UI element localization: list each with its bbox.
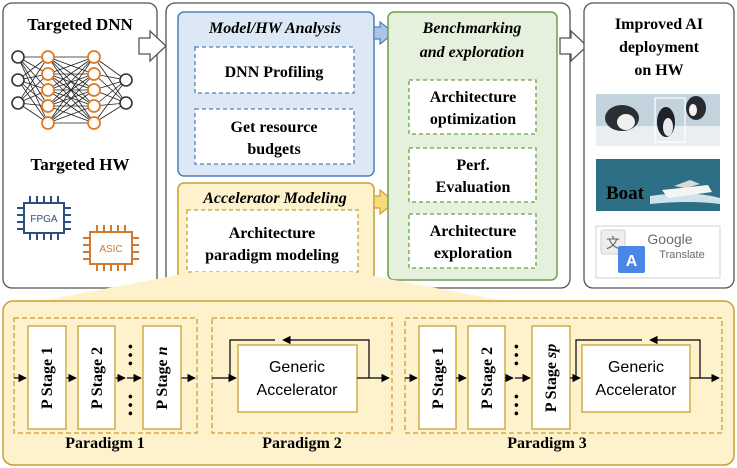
paradigm-3-label: Paradigm 3 (507, 435, 587, 452)
output-flow-arrow (559, 29, 588, 63)
svg-text:A: A (626, 253, 638, 270)
p2-generic-accelerator-box (237, 344, 358, 413)
p3-feedback-arrow (649, 335, 701, 378)
p1-stage-n-label: P Stage n (154, 346, 171, 409)
p1-stage-1-label: P Stage 1 (39, 347, 56, 409)
architecture-exploration-line2: exploration (434, 245, 512, 262)
model-hw-analysis-title: Model/HW Analysis (208, 20, 341, 37)
results-title-line3: on HW (634, 62, 683, 79)
paradigm-2-label: Paradigm 2 (262, 435, 342, 452)
paradigm-2-box (211, 317, 393, 434)
p2-feedback-left (212, 339, 275, 379)
p3-stage-1-label: P Stage 1 (430, 347, 447, 409)
p3-generic-line1: Generic (608, 359, 664, 376)
benchmarking-box (387, 11, 558, 281)
targeted-dnn-label: Targeted DNN (27, 15, 133, 34)
architecture-exploration-line1: Architecture (430, 223, 516, 240)
results-title-line2: deployment (619, 39, 700, 56)
p2-generic-line1: Generic (269, 359, 325, 376)
perf-evaluation-line2: Evaluation (436, 179, 511, 196)
paradigm-1-label: Paradigm 1 (65, 435, 145, 452)
dnn-profiling-box (194, 46, 355, 94)
p3-generic-line2: Accelerator (596, 382, 678, 399)
zoom-callout-wedge (40, 272, 504, 301)
p3-stage-1-box (418, 325, 457, 430)
paradigm-modeling-line2: paradigm modeling (205, 247, 339, 264)
asic-label: ASIC (99, 244, 122, 255)
p3-stage-sp-label: P Stage sp (543, 344, 560, 412)
asic-chip-icon: ASIC (83, 225, 139, 271)
paradigm-modeling-box (186, 209, 359, 273)
results-title-line1: Improved AI (615, 16, 703, 33)
resource-budgets-box (194, 108, 355, 165)
architecture-exploration-box (408, 213, 537, 269)
resource-budgets-line2: budgets (247, 141, 300, 158)
benchmarking-title-line1: Benchmarking (422, 20, 522, 37)
neural-network-icon (11, 50, 133, 130)
p2-feedback-arrow (282, 335, 370, 378)
perf-evaluation-line1: Perf. (456, 157, 489, 174)
architecture-optimization-box (408, 79, 537, 135)
analysis-to-benchmark-arrow (373, 20, 395, 46)
p1-stage-2-box (77, 325, 116, 430)
google-label: Google (647, 231, 692, 247)
p1-stage-n-box (142, 325, 182, 430)
paradigm-1-box (13, 317, 198, 434)
translate-label: Translate (659, 249, 704, 261)
paradigm-modeling-line1: Architecture (229, 225, 315, 242)
accelerator-modeling-title: Accelerator Modeling (202, 190, 347, 207)
boat-label: Boat (606, 183, 645, 204)
architecture-optimization-line1: Architecture (430, 89, 516, 106)
p3-dots-lower: • • • (510, 394, 525, 416)
p3-dots-upper: • • • (510, 344, 525, 366)
fpga-chip-icon: FPGA (17, 196, 71, 240)
input-flow-arrow (138, 29, 167, 63)
p1-stage-2-label: P Stage 2 (89, 347, 106, 409)
penguin-detection-image (596, 94, 720, 146)
perf-evaluation-box (408, 147, 537, 203)
p1-stage-1-box (27, 325, 67, 430)
p1-dots-lower: • • • (124, 394, 139, 416)
dnn-profiling-label: DNN Profiling (225, 64, 324, 81)
targeted-hw-label: Targeted HW (30, 155, 129, 174)
google-translate-logo: 文 A Google Translate (595, 225, 721, 279)
p1-dots-upper: • • • (124, 344, 139, 366)
p3-stage-2-label: P Stage 2 (479, 347, 496, 409)
fpga-label: FPGA (30, 214, 58, 225)
resource-budgets-line1: Get resource (231, 119, 318, 136)
svg-text:文: 文 (606, 235, 620, 251)
benchmarking-title-line2: and exploration (420, 44, 525, 61)
boat-detection-image: Boat (596, 159, 720, 211)
p2-generic-line2: Accelerator (257, 382, 339, 399)
architecture-optimization-line2: optimization (430, 111, 516, 128)
p3-generic-accelerator-box (581, 344, 691, 413)
